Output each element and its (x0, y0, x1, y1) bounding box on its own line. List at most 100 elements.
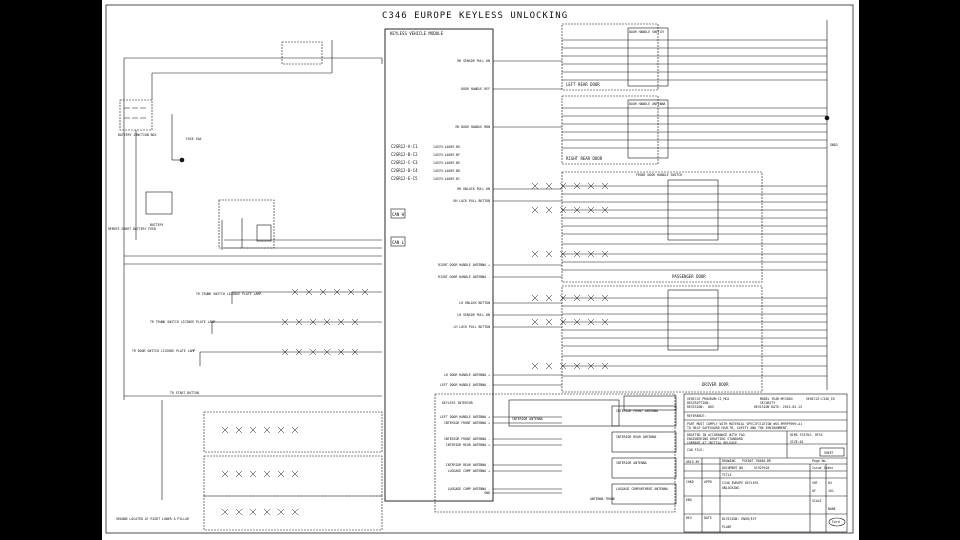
twisted-pair-mark (531, 182, 539, 190)
tb-drafted-1: DRAFTED IN ACCORDANCE WITH FAO (687, 433, 745, 437)
twisted-pair-mark (545, 362, 553, 370)
twisted-pair-mark (319, 288, 327, 296)
twisted-pair-mark (221, 426, 229, 434)
module-pin-right: 14S7H-14689-BC (433, 177, 460, 181)
tb-revision-date: REVISION DATE: 2013-03-13 (754, 405, 802, 409)
twisted-pair-mark (531, 362, 539, 370)
door-wires (562, 39, 827, 377)
keyless-vehicle-module: KEYLESS VEHICLE MODULE C2GR12-A-C1C2GR12… (384, 28, 562, 502)
driver-door-label: DRIVER DOOR (702, 382, 729, 387)
module-pin-right: 14S7H-14689-BG (433, 145, 460, 149)
interior-front-antenna-label: INTERIOR FRONT ANTENNA (616, 409, 658, 413)
twisted-pair-mark (347, 288, 355, 296)
lamp-circuits (124, 255, 382, 500)
twisted-pair-mark (351, 348, 359, 356)
tb-doc-no: 51929418 (754, 466, 769, 470)
module-input-label: INTERIOR REAR ANTENNA - (446, 463, 490, 467)
twisted-pair-mark (545, 182, 553, 190)
module-pin-left: C2GR12-A-C1 (391, 144, 418, 149)
tb-page-no: Page No. (812, 459, 827, 463)
ground-bottom-label: GROUND LOCATED AT RIGHT LOWER A PILLAR (116, 517, 189, 521)
twisted-pair-mark (531, 206, 539, 214)
twisted-pair-mark (305, 288, 313, 296)
can-l-label: CAN L (392, 240, 405, 245)
tb-model: MODEL YEAR:MY2004 (760, 397, 793, 401)
tb-drafted-2: ENGINEERING DRAFTING STANDARD (687, 437, 743, 441)
twisted-pair-mark (545, 206, 553, 214)
twisted-pair-mark (235, 508, 243, 516)
module-input-label: RH SENSOR PULL ON (457, 59, 490, 63)
module-input-label: DOOR HANDLE REF (461, 87, 490, 91)
antenna-region (434, 393, 677, 513)
twisted-pair-mark (281, 348, 289, 356)
twisted-pair-mark (249, 508, 257, 516)
module-input-label: RH UNLOCK PULL ON (457, 187, 490, 191)
tb-scale-value: NONE (828, 507, 836, 511)
twisted-pair-mark (291, 508, 299, 516)
module-input-label: RH LOCK PULL BUTTON (454, 199, 491, 203)
module-input-label: INTERIOR FRONT ANTENNA - (444, 437, 490, 441)
twisted-pair-mark (337, 318, 345, 326)
tb-plant: PLANT (722, 525, 732, 529)
tb-of-label: OF (812, 489, 816, 493)
can-l-box (390, 236, 406, 247)
module-input-label: LH UNLOCK BUTTON (459, 301, 490, 305)
module-pin-left: C2GR12-E-C5 (391, 176, 418, 181)
module-input-label: RIGHT DOOR HANDLE ANTENNA - (438, 275, 490, 279)
tb-title-label: TITLE (722, 473, 732, 477)
sheet-badge-box (819, 447, 845, 457)
twisted-pair-mark (291, 426, 299, 434)
battery-label: BATTERY (150, 223, 164, 227)
module-pin-right: 14S7H-14689-BE (433, 161, 460, 165)
driver-door-box (561, 285, 763, 393)
fuse-box-label: BATTERY JUNCTION BOX (118, 133, 156, 137)
module-name: KEYLESS VEHICLE MODULE (390, 31, 444, 36)
twisted-pair-mark (263, 426, 271, 434)
tb-security: SECURITY (760, 401, 775, 405)
tb-chkd-label: CHKD (686, 480, 694, 484)
module-pin-left: C2GR12-D-C4 (391, 168, 418, 173)
tb-appd-label: APPD (704, 480, 712, 484)
tb-revision: 005 (708, 405, 714, 409)
tb-drawing-label: DRAWING (722, 459, 736, 463)
lp-lamp-1-label: TR TRUNK SWITCH LICENSE PLATE LAMP (196, 292, 261, 296)
twisted-pair-mark (545, 250, 553, 258)
module-pin-left: C2GR12-B-C2 (391, 152, 418, 157)
tb-sheet-badge: SHEET (824, 451, 834, 455)
twisted-pair-mark (323, 318, 331, 326)
twisted-pair-mark (249, 426, 257, 434)
module-input-label: LEFT DOOR HANDLE ANTENNA + (440, 415, 490, 419)
tb-sht-label: SHT (812, 481, 818, 485)
tb-ford-logo: Ford (832, 520, 840, 524)
battery-feed-block (119, 40, 383, 400)
module-pin-left: C2GR12-C-C3 (391, 160, 418, 165)
tb-of-no: 161 (828, 489, 834, 493)
module-pin-right: 14S7H-14689-BF (433, 153, 460, 157)
left-rear-door-label: LEFT REAR DOOR (566, 82, 600, 87)
door-handle-antenna-label: DOOR HANDLE ANTENNA (629, 102, 666, 106)
twisted-pair-mark (545, 318, 553, 326)
tb-description: DESCRIPTION: (687, 401, 710, 405)
tb-title-value-1: C346 EUROPE KEYLESS (722, 481, 759, 485)
module-input-label: LH DOOR HANDLE ANTENNA + (444, 373, 490, 377)
interior-antenna-2-label: INTERIOR ANTENNA (512, 417, 543, 421)
tb-compliance-1: PART MUST COMPLY WITH MATERIAL SPECIFICA… (687, 422, 802, 426)
can-h-label: CAN H (392, 212, 405, 217)
tb-cad-file: CAD FILE: (687, 448, 704, 452)
tb-dims-status: DIMS STATUS: DFSS (790, 433, 823, 437)
start-button-label: TR START BUTTON (170, 391, 199, 395)
antenna-trunk-label: ANTENNA TRUNK (590, 497, 615, 501)
module-input-label: LEFT DOOR HANDLE ANTENNA - (440, 383, 490, 387)
keyless-interior-label: KEYLESS INTERIOR (442, 401, 473, 405)
twisted-pair-mark (361, 288, 369, 296)
tb-date-label: DATE (704, 516, 712, 520)
module-input-label: GND (484, 491, 490, 495)
tb-drafted-3: CURRENT AT INITIAL RELEASE (687, 441, 737, 445)
ford-logo (828, 517, 846, 527)
module-input-label: LH SENSOR PULL ON (457, 313, 490, 317)
tb-size: SIZE:A2 (790, 440, 804, 444)
tb-orig-label: ORIG.BY (686, 460, 700, 464)
tb-rev-label: REV (686, 516, 692, 520)
tb-doc-no-label: DOCUMENT NO. (722, 466, 745, 470)
module-input-label: LH LOCK PULL BUTTON (454, 325, 491, 329)
